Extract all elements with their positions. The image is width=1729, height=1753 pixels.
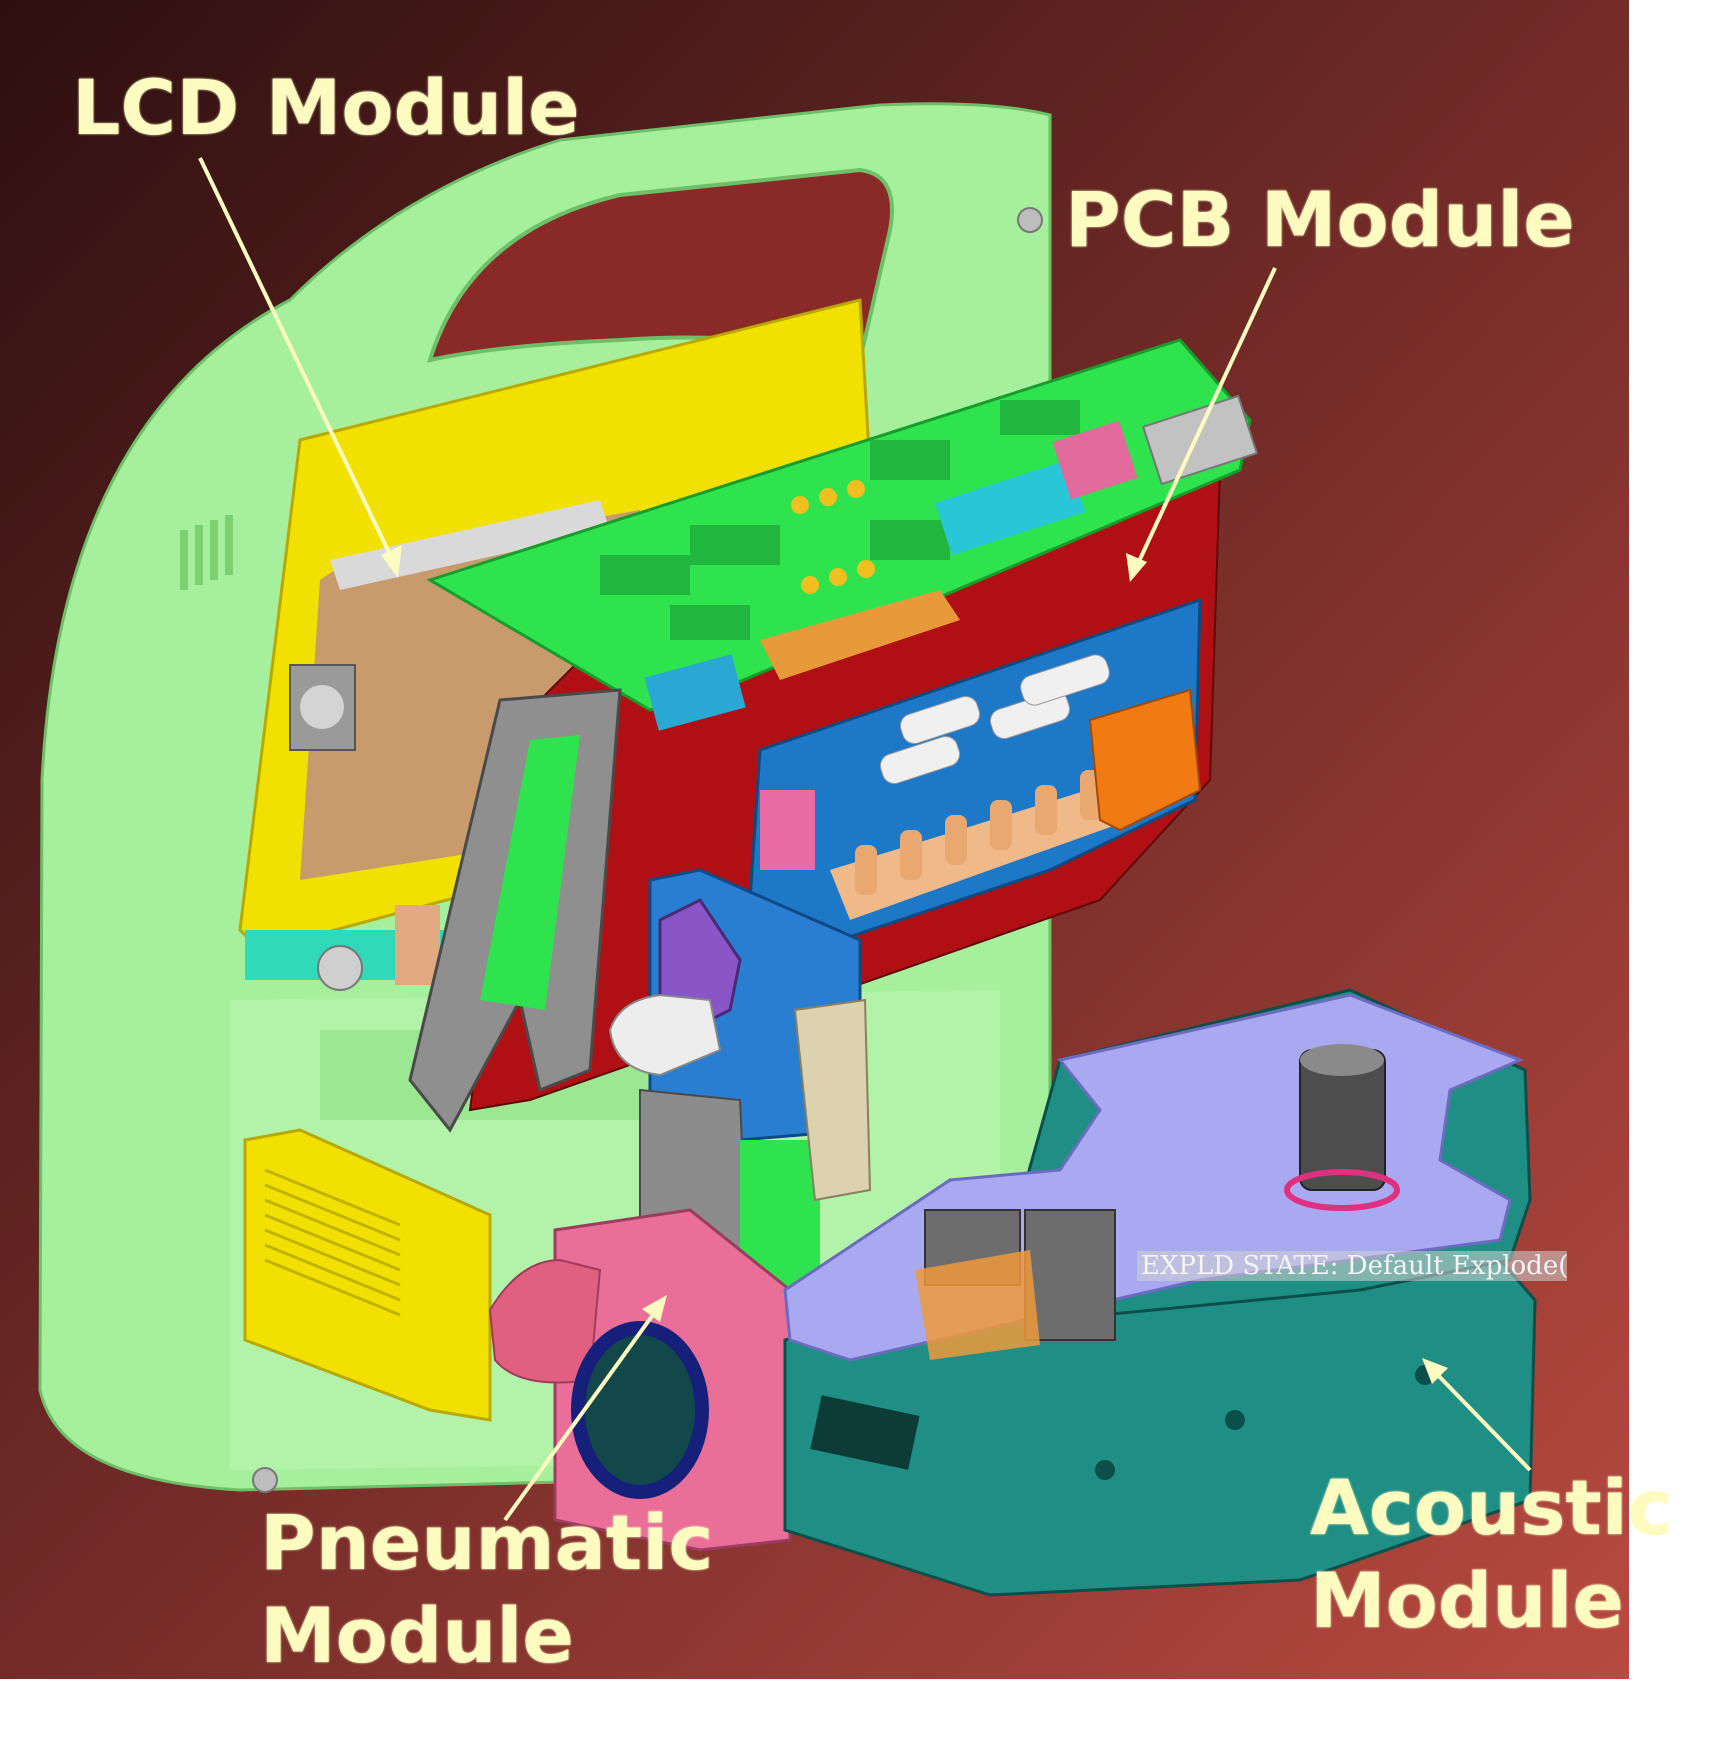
pneumatic-callout-arrowhead xyxy=(642,1295,667,1322)
pneumatic-module-label-line2: Module xyxy=(260,1591,574,1680)
acoustic-module-part xyxy=(783,988,1537,1597)
explode-state-label: EXPLD STATE: Default Explode(+) xyxy=(1137,1251,1567,1281)
acoustic-callout-line xyxy=(1428,1365,1532,1472)
pcb-module-label: PCB Module xyxy=(1065,175,1575,264)
lcd-callout-line xyxy=(198,157,397,566)
housing-vents xyxy=(180,515,233,590)
acoustic-callout-arrowhead xyxy=(1422,1358,1448,1384)
pcb-callout-arrowhead xyxy=(1126,553,1147,582)
battery-pack xyxy=(243,1128,492,1422)
acoustic-module-label-line2: Module xyxy=(1310,1556,1624,1645)
acoustic-module-label-line1: Acoustic xyxy=(1310,1463,1673,1552)
pneumatic-module-part xyxy=(488,868,872,1552)
screw-top-right xyxy=(1017,207,1043,233)
screw-bottom-left xyxy=(252,1467,278,1493)
connector-cyan xyxy=(935,459,1086,556)
pneumatic-ring xyxy=(571,1321,709,1499)
lcd-callout-arrowhead xyxy=(381,545,402,578)
lcd-module-label: LCD Module xyxy=(72,63,580,152)
solenoid-valves xyxy=(915,1209,1116,1360)
callout-lines xyxy=(198,157,1532,1522)
pneumatic-module-label-line1: Pneumatic xyxy=(260,1498,714,1587)
pcb-callout-line xyxy=(1133,267,1277,571)
pneumatic-callout-line xyxy=(503,1303,662,1522)
connector-pink xyxy=(1052,420,1138,500)
connector-grey xyxy=(1141,394,1259,486)
